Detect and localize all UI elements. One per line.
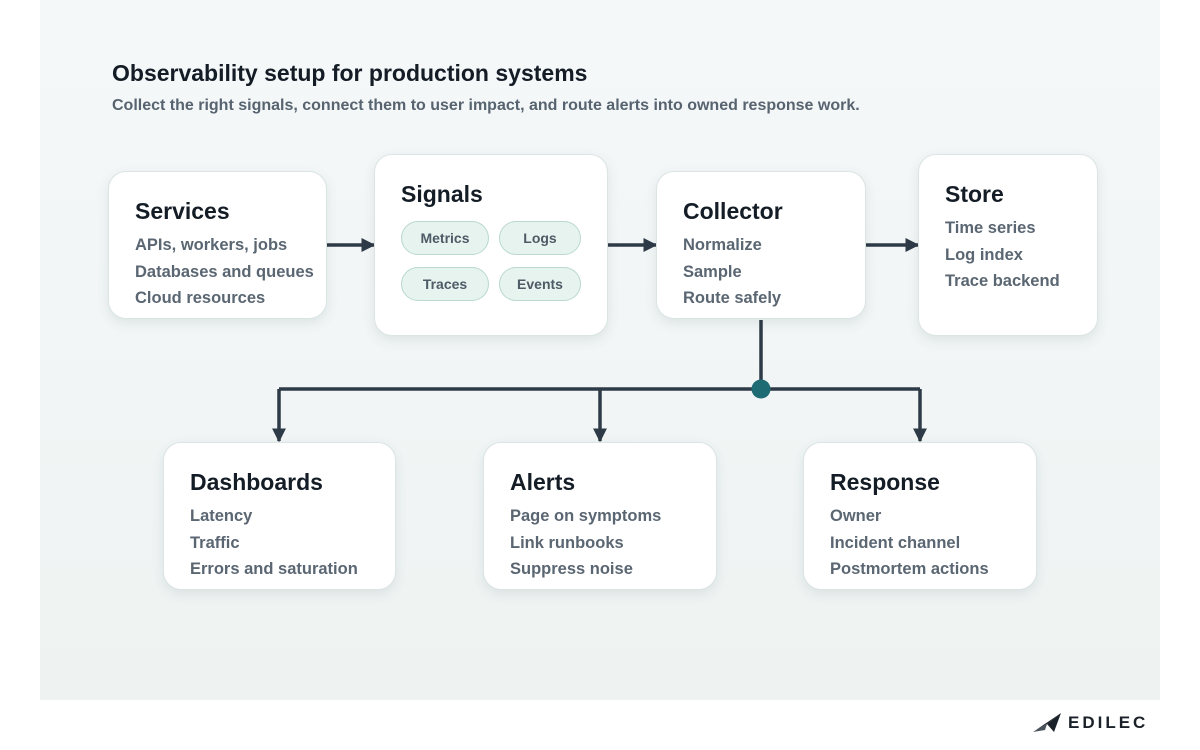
node-alerts: Alerts Page on symptoms Link runbooks Su… bbox=[483, 442, 717, 590]
node-item: Errors and saturation bbox=[190, 560, 358, 578]
node-item: Route safely bbox=[683, 289, 782, 307]
brand-name: EDILEC bbox=[1068, 713, 1149, 732]
paper-plane-logo-icon bbox=[1033, 713, 1061, 732]
node-title: Signals bbox=[401, 181, 483, 207]
node-signals: Signals Metrics Logs Traces Events bbox=[374, 154, 608, 336]
node-response: Response Owner Incident channel Postmort… bbox=[803, 442, 1037, 590]
node-item: Incident channel bbox=[830, 533, 961, 552]
node-item: Time series bbox=[945, 219, 1036, 237]
node-item: Suppress noise bbox=[510, 560, 633, 578]
node-item: Databases and queues bbox=[135, 262, 314, 281]
node-item: APIs, workers, jobs bbox=[135, 236, 288, 254]
brand-logo: EDILEC bbox=[1032, 712, 1148, 734]
node-item: Owner bbox=[830, 507, 882, 525]
junction-dot bbox=[751, 379, 771, 399]
node-item: Sample bbox=[683, 262, 742, 281]
node-item: Latency bbox=[190, 507, 253, 525]
page-title: Observability setup for production syste… bbox=[112, 60, 588, 86]
node-store: Store Time series Log index Trace backen… bbox=[918, 154, 1098, 336]
node-item: Postmortem actions bbox=[830, 560, 989, 578]
node-item: Normalize bbox=[683, 236, 762, 254]
node-title: Dashboards bbox=[190, 469, 323, 495]
node-services: Services APIs, workers, jobs Databases a… bbox=[108, 171, 327, 319]
page-subtitle: Collect the right signals, connect them … bbox=[112, 97, 860, 114]
node-item: Cloud resources bbox=[135, 289, 266, 307]
chip-events: Events bbox=[499, 267, 581, 301]
node-item: Trace backend bbox=[945, 272, 1060, 290]
node-item: Log index bbox=[945, 245, 1023, 264]
chip-logs: Logs bbox=[499, 221, 581, 255]
node-item: Page on symptoms bbox=[510, 507, 662, 525]
node-title: Response bbox=[830, 469, 940, 495]
node-title: Services bbox=[135, 198, 230, 224]
node-item: Traffic bbox=[190, 533, 240, 552]
node-dashboards: Dashboards Latency Traffic Errors and sa… bbox=[163, 442, 396, 590]
chip-metrics: Metrics bbox=[401, 221, 489, 255]
node-title: Store bbox=[945, 181, 1004, 207]
node-title: Alerts bbox=[510, 469, 576, 495]
node-collector: Collector Normalize Sample Route safely bbox=[656, 171, 866, 319]
node-title: Collector bbox=[683, 198, 783, 224]
chip-traces: Traces bbox=[401, 267, 489, 301]
signal-chips: Metrics Logs Traces Events bbox=[401, 221, 581, 301]
node-item: Link runbooks bbox=[510, 533, 624, 552]
